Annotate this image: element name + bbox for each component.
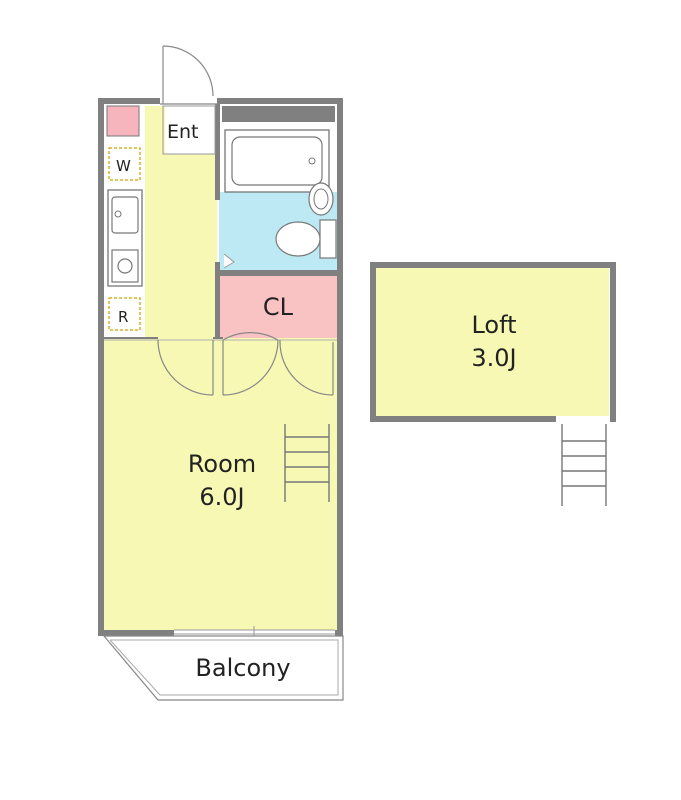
loft-floor (376, 268, 609, 416)
toilet-tank (319, 219, 337, 259)
burner-icon (117, 258, 133, 274)
inner-walls (104, 104, 337, 341)
fridge-label: R (118, 308, 128, 326)
washer-space (108, 147, 141, 181)
balcony-railing (109, 639, 339, 696)
balcony-label: Balcony (195, 654, 290, 682)
washer-label: W (116, 157, 131, 175)
entrance-door (160, 45, 217, 105)
room-door-swings (157, 332, 334, 396)
room-floor (103, 338, 339, 630)
loft-size: 3.0J (471, 344, 516, 372)
fridge-space (108, 297, 141, 331)
bathtub-inner (231, 136, 323, 186)
entrance-step (162, 105, 216, 155)
drain-icon (308, 157, 316, 165)
washbasin-inner (313, 188, 329, 210)
sink (111, 196, 139, 234)
toilet-bowl (275, 221, 321, 257)
loft-ladder (561, 424, 607, 506)
entrance-floor (165, 106, 215, 154)
washbasin (308, 182, 334, 216)
room-ladder (284, 424, 330, 502)
faucet-icon (114, 210, 122, 218)
room-name: Room (188, 450, 256, 478)
closet-area (219, 276, 337, 338)
bathtub (224, 129, 330, 193)
shoe-box (106, 105, 140, 137)
stove (111, 249, 139, 283)
entrance-label: Ent (167, 121, 199, 143)
closet-label: CL (263, 293, 294, 321)
bath-door-marker (223, 253, 235, 269)
loft-walls (370, 262, 616, 422)
room-size: 6.0J (199, 483, 244, 511)
outer-walls (98, 98, 343, 636)
loft-name: Loft (471, 311, 516, 339)
kitchen-counter (107, 189, 143, 287)
balcony-area (102, 635, 344, 701)
